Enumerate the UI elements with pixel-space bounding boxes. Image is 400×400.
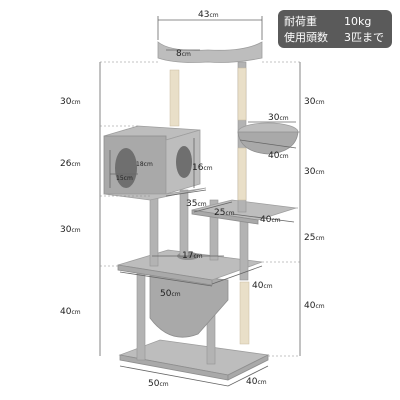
dimension-lines <box>99 16 301 387</box>
condo-base <box>103 187 207 201</box>
spec-box: 耐荷重 10kg 使用頭数 3匹まで <box>278 10 392 48</box>
dim-line-platform-w <box>193 201 233 213</box>
cats-value: 3匹まで <box>344 31 384 44</box>
dim-label-left-4: 40cm <box>60 307 81 317</box>
sisal-section <box>237 147 247 201</box>
sisal-post <box>239 281 250 345</box>
cat-tree-illustration <box>103 41 299 381</box>
sisal-section <box>237 67 247 121</box>
post <box>209 199 219 261</box>
dim-label-top-width: 43cm <box>198 10 219 20</box>
dim-label-right-1: 30cm <box>304 97 325 107</box>
post <box>136 267 146 361</box>
middle-platform-edge <box>191 209 259 225</box>
dim-label-platform-d: 40cm <box>260 215 281 225</box>
dim-line-hammock-w <box>119 271 213 287</box>
dim-line-platform-d <box>231 213 295 223</box>
basket <box>237 131 299 155</box>
top-perch <box>157 41 263 63</box>
dim-label-left-3: 30cm <box>60 225 81 235</box>
hammock <box>149 271 229 338</box>
dimension-labels: 43cm 8cm 30cm 26cm 30cm 40cm 30cm 30cm 2… <box>60 10 325 389</box>
dim-label-condo-w: 35cm <box>186 199 207 209</box>
dim-label-right-2: 30cm <box>304 167 325 177</box>
dim-label-base-d: 40cm <box>246 377 267 387</box>
dim-label-condo-h: 16cm <box>192 163 213 173</box>
hammock-platform-edge <box>117 264 213 286</box>
cats-label: 使用頭数 <box>284 31 328 44</box>
dim-label-base-w: 50cm <box>148 379 169 389</box>
dim-label-right-3: 25cm <box>304 233 325 243</box>
post <box>149 193 159 267</box>
dim-line-basket-d <box>239 139 297 149</box>
condo-side-window <box>176 146 192 178</box>
dim-label-condo-inner-w: 15cm <box>116 175 133 182</box>
dim-label-hammock-w: 50cm <box>160 289 181 299</box>
dim-line-hammock-d <box>211 265 263 285</box>
base-side-edge <box>227 354 269 381</box>
dim-line-condo-w <box>165 189 207 197</box>
dim-label-basket-d: 40cm <box>268 151 289 161</box>
dim-label-left-2: 26cm <box>60 159 81 169</box>
load-label: 耐荷重 <box>284 14 317 28</box>
dim-label-platform-w: 25cm <box>214 208 235 218</box>
spec-box-bg <box>278 10 392 48</box>
dim-label-condo-inner-h: 18cm <box>136 161 153 168</box>
condo-entrance <box>115 148 137 188</box>
dim-label-hammock-hole: 17cm <box>182 251 203 261</box>
dim-label-right-4: 40cm <box>304 301 325 311</box>
dim-label-perch: 8cm <box>176 49 191 59</box>
dim-line-base-w <box>119 365 229 387</box>
dim-line-base-d <box>227 365 269 387</box>
load-value: 10kg <box>344 15 371 28</box>
dim-label-hammock-d: 40cm <box>252 281 273 291</box>
dim-label-basket-w: 30cm <box>268 113 289 123</box>
dim-label-left-1: 30cm <box>60 97 81 107</box>
sisal-post <box>169 69 180 127</box>
